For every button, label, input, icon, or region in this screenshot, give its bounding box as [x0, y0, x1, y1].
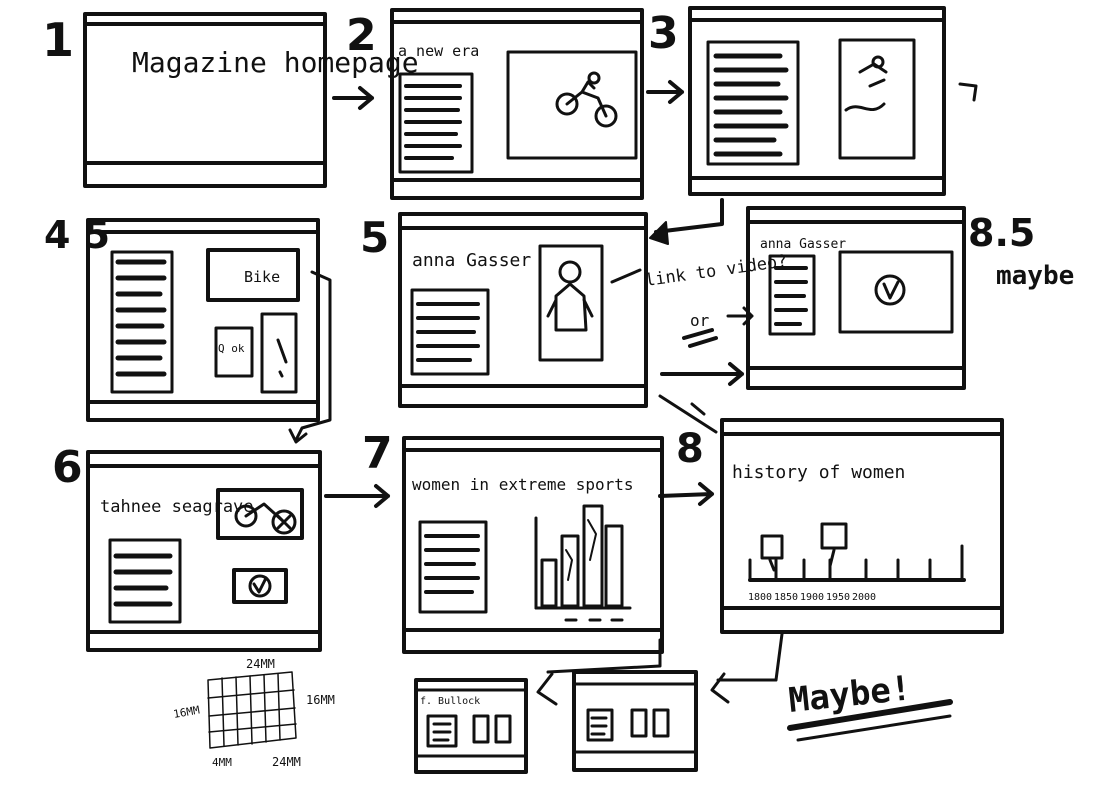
- timeline-labels: 1800 1850 1900 1950 2000: [748, 592, 876, 603]
- play-icon: [874, 274, 906, 306]
- bar-sketch: [534, 504, 632, 610]
- timeline-label-4: 1950: [826, 592, 850, 603]
- arrow-1-2: [332, 86, 374, 110]
- arrow-stub: [958, 82, 978, 102]
- frame-5-title: anna Gasser: [412, 250, 531, 271]
- marker-2: [820, 522, 848, 550]
- link-to-video-note: link to video?: [644, 251, 789, 291]
- frame-2: [390, 8, 644, 200]
- arrow-7-8: [658, 482, 714, 506]
- cyclist-icon: [555, 71, 618, 128]
- maybe-underline: [787, 699, 953, 731]
- timeline-label-3: 1900: [800, 592, 824, 603]
- arrow-2-3: [646, 80, 684, 104]
- frame-numbers: 1 2 3 4 5 5 8.5 6 7 8: [42, 8, 1035, 493]
- frame-1-title: Magazine homepage: [132, 46, 419, 79]
- grid-bottom-right-label: 24MM: [272, 755, 301, 769]
- frame-5: [398, 212, 648, 408]
- or-note: or: [690, 311, 710, 330]
- check-icon: [248, 574, 272, 598]
- person-icon: [546, 260, 594, 332]
- mini-frame-label: f. Bullock: [420, 696, 480, 707]
- timeline-label-2: 1850: [774, 592, 798, 603]
- frame-8-5-title: anna Gasser: [760, 237, 846, 252]
- frame-4-labels: Bike Q ok: [218, 268, 280, 355]
- grid-sketch: [207, 671, 297, 749]
- frame-2-title: a new era: [398, 42, 479, 60]
- bike-icon: [234, 502, 297, 535]
- frame-number-8-5: 8.5: [968, 211, 1035, 255]
- timeline-label-5: 2000: [852, 592, 876, 603]
- grid-left-label: 16MM: [172, 703, 201, 720]
- mini-frame-1: [414, 678, 528, 774]
- frame-number-3: 3: [648, 8, 679, 59]
- quick-label: Q ok: [218, 342, 245, 355]
- frame-4: [86, 218, 320, 422]
- skateboarder-icon: [844, 62, 888, 112]
- arrow-8-mini: [716, 632, 784, 682]
- frame-8: [720, 418, 1004, 634]
- mini-frame-2: [572, 670, 698, 772]
- frame-number-5: 5: [360, 213, 389, 262]
- frame-number-6: 6: [52, 442, 83, 493]
- bike-box: [206, 248, 300, 302]
- frame-3: [688, 6, 946, 196]
- grid-dimension-labels: 24MM 16MM 16MM 4MM 24MM: [172, 657, 335, 769]
- text-block: [398, 72, 474, 174]
- arrow-4-6: [294, 270, 332, 442]
- marker-1: [760, 534, 784, 560]
- image-block: [506, 50, 638, 160]
- frame-8-5-side-note: maybe: [996, 261, 1074, 291]
- frame-titles: Magazine homepage a new era anna Gasser …: [100, 42, 1074, 517]
- text-lines: [404, 84, 462, 160]
- frame-8-5: [746, 206, 966, 390]
- grid-bottom-left-label: 4MM: [212, 756, 232, 769]
- frame-number-2: 2: [346, 10, 377, 61]
- frame-1: [83, 12, 327, 188]
- grid-right-label: 16MM: [306, 693, 335, 707]
- arrow-5-85: [660, 362, 744, 386]
- frame-7-title: women in extreme sports: [412, 475, 634, 494]
- frame-8-title: history of women: [732, 462, 905, 483]
- frame-number-1: 1: [42, 13, 74, 67]
- frame-7: [402, 436, 664, 654]
- frame-number-8: 8: [676, 426, 704, 472]
- timeline-label-1: 1800: [748, 592, 772, 603]
- bike-label: Bike: [244, 268, 280, 286]
- arrow-6-7: [324, 484, 390, 508]
- frame-number-4: 4 5: [44, 213, 110, 257]
- arrow-5-8: [658, 394, 718, 434]
- arrow-link-video: [610, 268, 642, 284]
- frame-6: [86, 450, 322, 652]
- frame-number-7: 7: [362, 428, 393, 479]
- frame-6-title: tahnee seagrave: [100, 497, 254, 517]
- grid-top-label: 24MM: [246, 657, 275, 671]
- arrow-3-5: [654, 198, 724, 234]
